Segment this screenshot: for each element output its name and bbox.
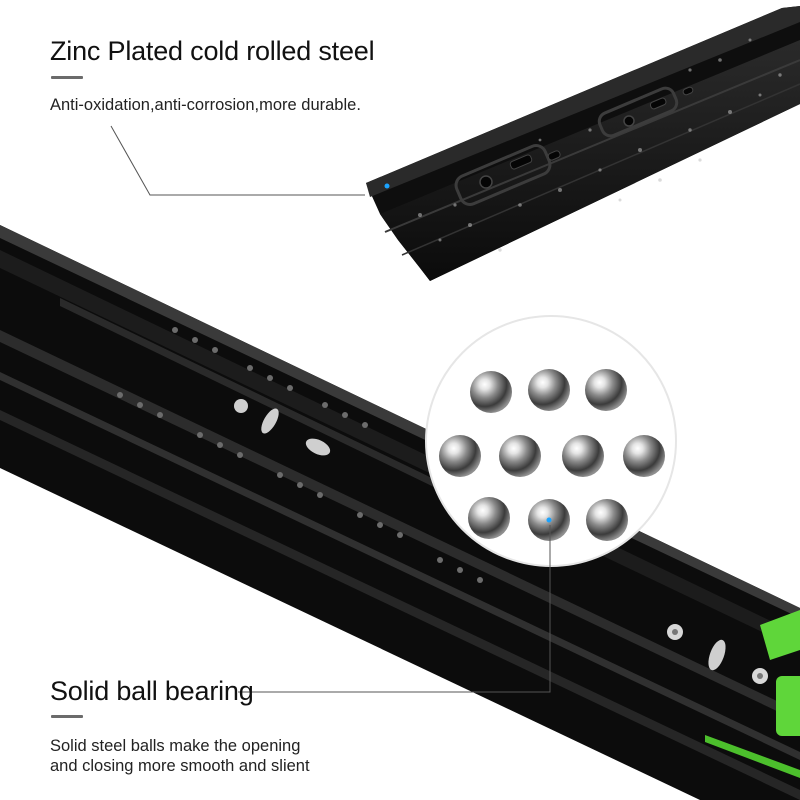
bearing-feature-description-line2: and closing more smooth and slient [50, 757, 310, 775]
drawer-slide-image [0, 225, 800, 800]
zinc-feature-description: Anti-oxidation,anti-corrosion,more durab… [50, 96, 361, 114]
zinc-title-underline [51, 76, 83, 79]
bearing-feature-description-line1: Solid steel balls make the opening [50, 737, 301, 755]
zinc-plated-rail-image [366, 6, 800, 281]
steel-balls-magnifier [425, 315, 677, 567]
zinc-feature-title: Zinc Plated cold rolled steel [50, 36, 375, 66]
leader-line-bearing [238, 525, 551, 693]
leader-line-zinc [110, 125, 365, 196]
bearing-feature-title: Solid ball bearing [50, 676, 254, 706]
bearing-title-underline [51, 715, 83, 718]
